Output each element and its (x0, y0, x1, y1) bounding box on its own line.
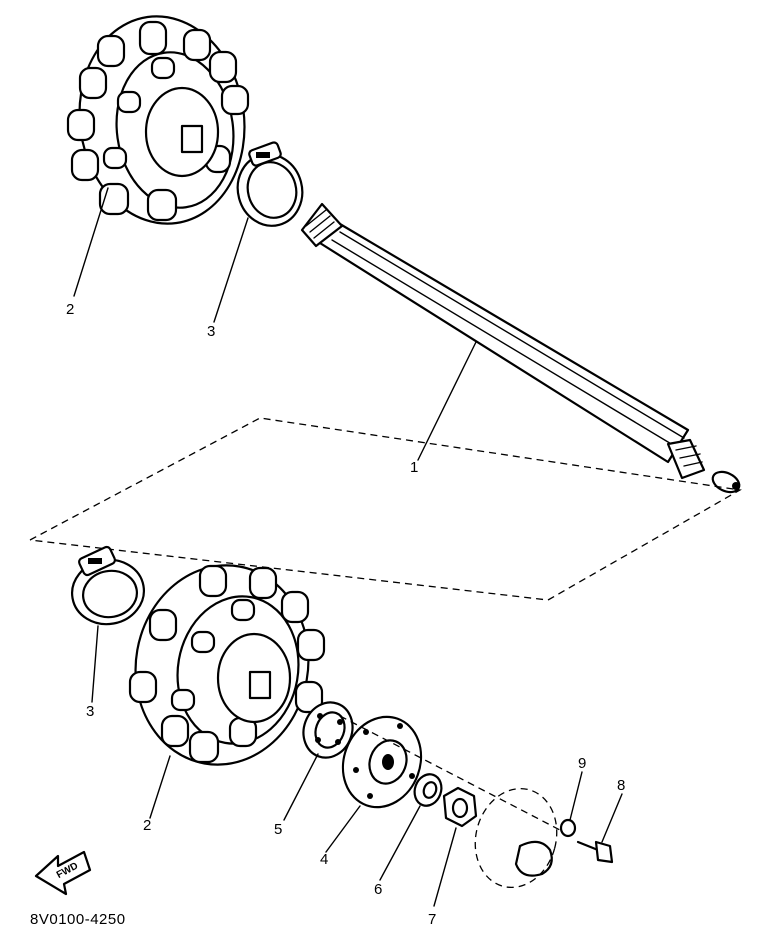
forward-arrow-icon: FWD (34, 850, 92, 896)
diagram-code: 8V0100-4250 (30, 911, 126, 928)
callout-2-upper: 2 (66, 301, 74, 318)
callout-3-lower: 3 (86, 703, 94, 720)
bolt (576, 840, 614, 864)
small-nut (559, 818, 577, 838)
callout-6: 6 (374, 881, 382, 898)
callout-3-upper: 3 (207, 323, 215, 340)
callout-8: 8 (617, 777, 625, 794)
callout-1: 1 (410, 459, 418, 476)
assembly-axis (339, 715, 561, 831)
leader-lines (73, 187, 623, 907)
callout-4: 4 (320, 851, 328, 868)
clamp-upper (236, 141, 304, 227)
bearing-housing (474, 787, 558, 889)
drive-shaft (300, 202, 741, 494)
hex-nut (442, 786, 478, 828)
sprocket-lower (128, 564, 326, 766)
bearing-flange (341, 715, 423, 809)
washer (413, 773, 443, 807)
sprocket-upper (66, 15, 250, 225)
assembly-boundary (29, 417, 742, 601)
callout-9: 9 (578, 755, 586, 772)
callout-7: 7 (428, 911, 436, 928)
clamp-lower (71, 545, 145, 626)
callout-5: 5 (274, 821, 282, 838)
callout-2-lower: 2 (143, 817, 151, 834)
